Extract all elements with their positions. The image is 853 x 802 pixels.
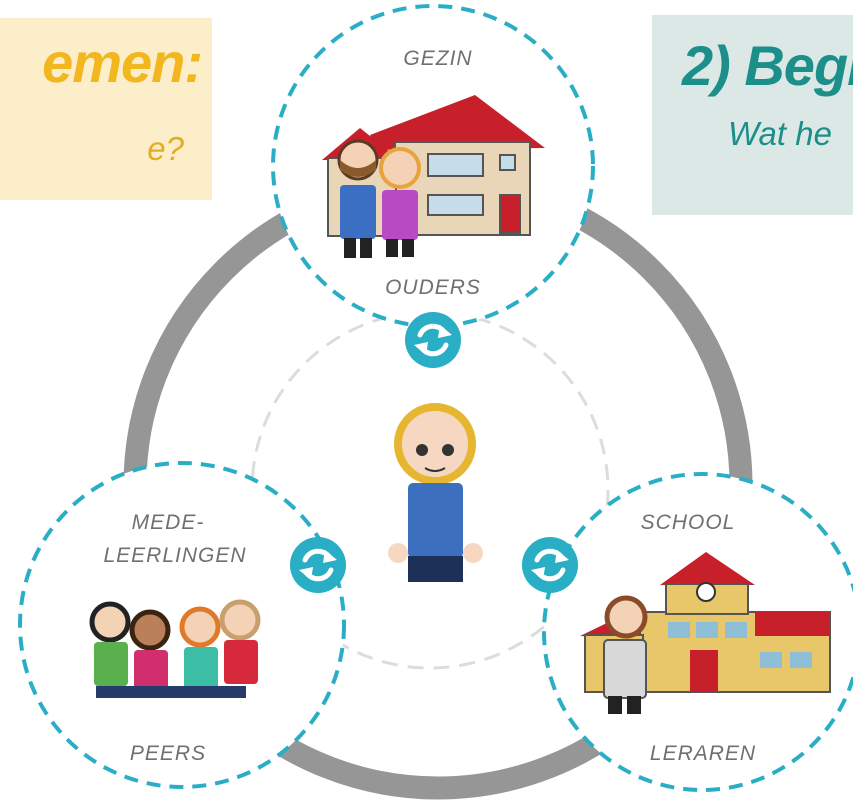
school-cycle-icon xyxy=(522,537,578,593)
theme-box-left-subtitle: e? xyxy=(147,130,184,167)
family-top-label: GEZIN xyxy=(403,47,472,70)
theme-box-right-title: 2) Begr xyxy=(682,34,853,97)
family-illustration xyxy=(322,95,545,258)
peers-top-label-1: MEDE- xyxy=(132,511,205,534)
theme-box-left: emen: e? xyxy=(0,18,212,200)
child-illustration xyxy=(388,403,483,582)
family-bottom-label: OUDERS xyxy=(385,276,481,299)
school-illustration xyxy=(580,552,831,714)
peers-top-label-2: LEERLINGEN xyxy=(103,544,246,567)
theme-box-right: 2) Begr Wat he xyxy=(652,15,853,215)
theme-box-left-title: emen: xyxy=(42,31,203,94)
theme-box-right-subtitle: Wat he xyxy=(728,115,832,152)
family-cycle-icon xyxy=(405,312,461,368)
peers-bottom-label: PEERS xyxy=(130,742,206,765)
school-bottom-label: LERAREN xyxy=(650,742,756,765)
peers-illustration xyxy=(89,599,261,698)
peers-cycle-icon xyxy=(290,537,346,593)
school-top-label: SCHOOL xyxy=(641,511,736,534)
